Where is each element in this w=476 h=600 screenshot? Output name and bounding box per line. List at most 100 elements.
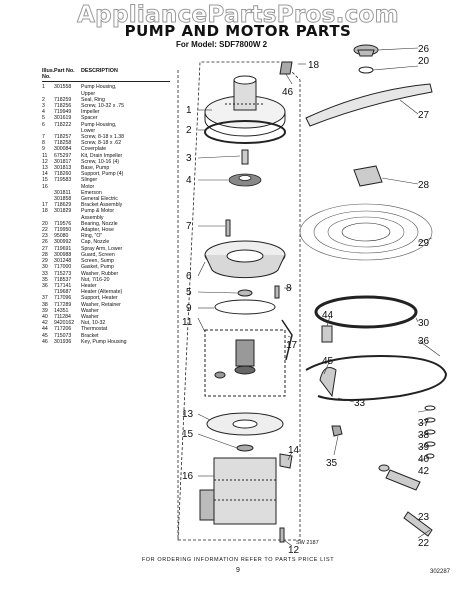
callout-6: 6: [186, 271, 192, 282]
parts-cell-illus: 36: [42, 282, 48, 289]
parts-cell-part: 719687: [54, 289, 72, 296]
nozzle-cap: [353, 44, 379, 57]
parts-cell-illus: 35: [42, 276, 48, 283]
parts-cell-desc: Heater (Alternate): [81, 289, 123, 296]
drain-impeller: [214, 339, 256, 379]
document-code: 302287: [430, 569, 451, 575]
parts-cell-illus: 8: [42, 140, 45, 147]
watermark: AppliancePartsPros.com: [77, 2, 400, 29]
parts-cell-desc: Support, Pump (4): [81, 171, 124, 178]
impeller: [228, 173, 262, 187]
callout-8: 8: [286, 283, 292, 294]
parts-cell-illus: 22: [42, 227, 48, 234]
parts-cell-part: 14351: [54, 307, 69, 314]
pump-housing-key: [279, 61, 293, 75]
callout-13: 13: [182, 409, 194, 420]
parts-cell-desc: Washer: [81, 313, 99, 320]
parts-cell-illus: 7: [42, 134, 45, 141]
callout-37: 37: [418, 418, 430, 429]
parts-cell-illus: 30: [42, 264, 48, 271]
drain-impeller-kit-box: [204, 329, 286, 397]
model-subtitle: For Model: SDF7800W 2: [176, 40, 268, 49]
callout-14: 14: [288, 445, 300, 456]
description-header: DESCRIPTION: [81, 68, 118, 74]
parts-cell-desc: Impeller: [81, 109, 100, 116]
parts-cell-part: 717141: [54, 282, 72, 289]
parts-cell-desc: Bracket Assembly: [81, 202, 123, 209]
parts-cell-illus: 17: [42, 202, 48, 209]
nozzle-bearing: [358, 66, 374, 74]
parts-row: 38 717289 Washer, Retainer: [42, 302, 170, 308]
callout-22: 22: [418, 538, 430, 549]
parts-cell-part: 300992: [54, 239, 72, 246]
parts-cell-desc: Ring, "O": [81, 233, 103, 240]
callout-2: 2: [186, 125, 192, 136]
parts-cell-illus: 6: [42, 121, 45, 128]
parts-cell-desc: Heater: [81, 282, 97, 289]
parts-cell-part: 300988: [54, 251, 72, 258]
parts-cell-part: 719691: [54, 245, 72, 252]
parts-cell-part: 719576: [54, 220, 72, 227]
parts-cell-illus: 27: [42, 245, 48, 252]
parts-cell-illus: 14: [42, 171, 48, 178]
sw-label: SW 2187: [296, 540, 319, 546]
callout-42: 42: [418, 466, 430, 477]
callout-3: 3: [186, 153, 192, 164]
parts-cell-illus: 38: [42, 301, 48, 308]
parts-cell-desc: Base, Pump: [81, 165, 110, 172]
parts-cell-illus: 4: [42, 109, 45, 116]
parts-cell-illus: 26: [42, 239, 48, 246]
coverplate: [214, 299, 276, 315]
parts-cell-part: 717000: [54, 264, 72, 271]
parts-cell-desc: Washer, Rubber: [81, 270, 119, 277]
parts-cell-illus: 28: [42, 251, 48, 258]
parts-cell-part: 675297: [54, 152, 72, 159]
page-title: PUMP AND MOTOR PARTS: [124, 22, 352, 40]
parts-row: Assembly: [42, 215, 170, 221]
parts-cell-desc: Nut, 7/16-20: [81, 276, 110, 283]
parts-cell-desc: Screen, Sump: [81, 258, 114, 265]
parts-cell-part: 715073: [54, 332, 72, 339]
illus-no-header: Illus. No.: [42, 68, 55, 81]
parts-cell-part: 717289: [54, 301, 72, 308]
callout-5: 5: [186, 287, 192, 298]
screen-guard: [353, 165, 383, 187]
parts-cell-desc: Washer, Retainer: [81, 301, 121, 308]
parts-cell-part: 301858: [54, 196, 72, 203]
parts-cell-illus: 1: [42, 84, 45, 91]
parts-cell-illus: 5: [42, 115, 45, 122]
callout-18: 18: [308, 60, 320, 71]
parts-cell-illus: 12: [42, 158, 48, 165]
parts-cell-desc: Guard, Screen: [81, 251, 115, 258]
parts-cell-part: 95080: [54, 233, 69, 240]
parts-cell-part: 301619: [54, 115, 72, 122]
parts-cell-part: 301936: [54, 338, 72, 345]
parts-cell-desc: Support, Heater: [81, 295, 118, 302]
hose-adapter: [378, 464, 433, 537]
parts-cell-illus: 37: [42, 295, 48, 302]
parts-cell-part: 301817: [54, 158, 72, 165]
parts-cell-illus: 45: [42, 332, 48, 339]
parts-row: 35 718537 Nut, 7/16-20: [42, 277, 170, 283]
parts-cell-desc: Slinger: [81, 177, 98, 184]
impeller-screw: [241, 149, 249, 165]
parts-cell-part: 718537: [54, 276, 72, 283]
parts-row: 28 300988 Guard, Screen: [42, 252, 170, 258]
parts-cell-desc: Screw, 10-16 (4): [81, 158, 120, 165]
